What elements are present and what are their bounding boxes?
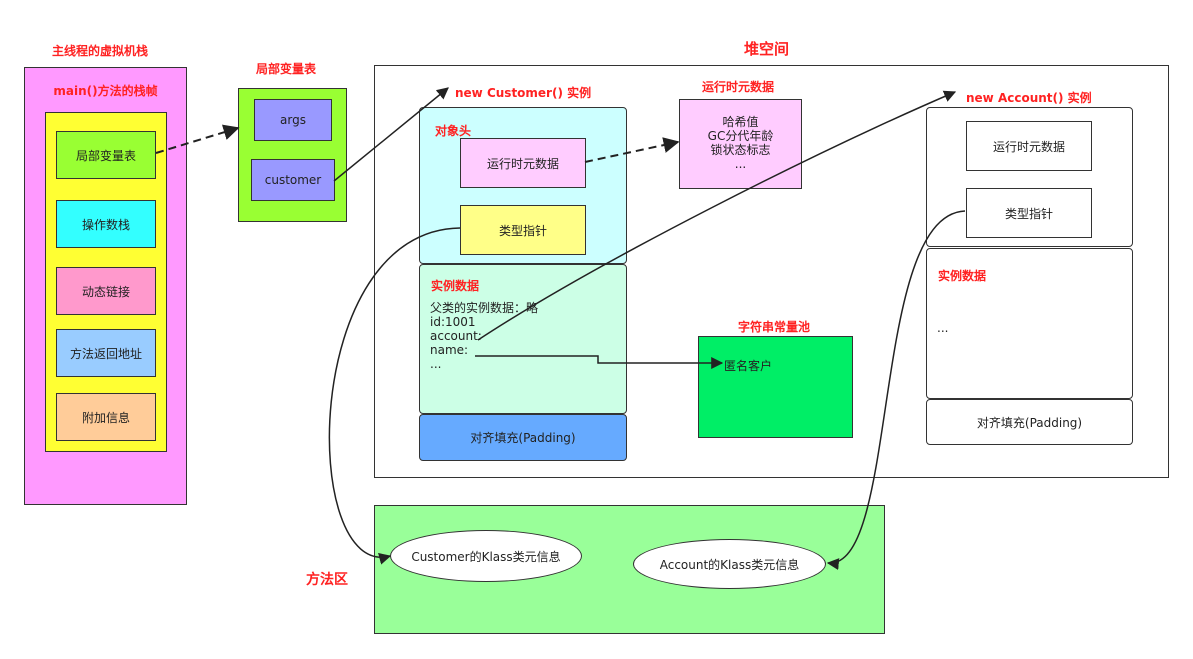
field-name: name:: [430, 343, 469, 357]
meta-more: ...: [734, 157, 747, 171]
stack-region: main()方法的栈帧 局部变量表 操作数栈 动态链接 方法返回地址 附加信息: [24, 67, 187, 505]
account-instance-data-content: ...: [937, 321, 949, 335]
frame-item-extra-info: 附加信息: [56, 393, 156, 441]
field-more: ...: [430, 357, 442, 371]
customer-instance-data-label: 实例数据: [431, 279, 480, 293]
frame-title: main()方法的栈帧: [53, 84, 158, 98]
string-pool: 匿名客户: [698, 336, 853, 438]
account-klass: Account的Klass类元信息: [633, 539, 826, 589]
account-header: 运行时元数据 类型指针: [926, 107, 1133, 247]
slot-args: args: [254, 99, 332, 141]
customer-header: 对象头 运行时元数据 类型指针: [419, 107, 627, 264]
meta-gc-age: GC分代年龄: [707, 129, 774, 143]
frame-item-operand-stack: 操作数栈: [56, 200, 156, 248]
string-pool-title: 字符串常量池: [738, 320, 811, 334]
runtime-metadata-title: 运行时元数据: [702, 80, 775, 94]
arrow-customer-type-ptr: [328, 227, 461, 565]
arrow-account-field: [477, 90, 957, 341]
account-type-pointer: 类型指针: [966, 188, 1092, 238]
runtime-metadata-detail: 哈希值 GC分代年龄 锁状态标志 ...: [679, 99, 802, 189]
frame-item-dynamic-linking: 动态链接: [56, 267, 156, 315]
stack-frame: 局部变量表 操作数栈 动态链接 方法返回地址 附加信息: [45, 112, 167, 452]
meta-lock-state: 锁状态标志: [710, 143, 771, 157]
field-id: id:1001: [430, 315, 476, 329]
customer-runtime-metadata: 运行时元数据: [460, 138, 586, 188]
arrow-frame-to-locals: [155, 124, 240, 154]
account-instance-title: new Account() 实例: [966, 91, 1092, 105]
account-instance-data: 实例数据 ...: [926, 248, 1133, 399]
customer-fields: 父类的实例数据：略 id:1001 account: name: ...: [430, 301, 538, 371]
customer-header-label: 对象头: [435, 124, 472, 138]
field-account: account:: [430, 329, 482, 343]
slot-customer: customer: [251, 159, 335, 201]
arrow-metadata-detail: [584, 137, 680, 163]
customer-instance-data: 实例数据 父类的实例数据：略 id:1001 account: name: ..…: [419, 264, 627, 414]
string-pool-value: 匿名客户: [724, 359, 773, 373]
customer-klass: Customer的Klass类元信息: [390, 530, 582, 582]
method-area-title: 方法区: [306, 572, 348, 588]
customer-padding: 对齐填充(Padding): [419, 414, 627, 461]
arrow-customer-ref: [333, 87, 449, 182]
customer-type-pointer: 类型指针: [460, 205, 586, 255]
field-parent: 父类的实例数据：略: [430, 301, 539, 315]
arrow-account-type-ptr: [826, 210, 966, 570]
arrow-name-field: [475, 355, 724, 369]
meta-hash: 哈希值: [722, 115, 759, 129]
method-area-region: Customer的Klass类元信息 Account的Klass类元信息: [374, 505, 885, 634]
stack-title: 主线程的虚拟机栈: [52, 44, 149, 58]
locals-region: args customer: [238, 88, 347, 222]
account-instance-data-label: 实例数据: [938, 269, 987, 283]
frame-item-return-address: 方法返回地址: [56, 329, 156, 377]
heap-title: 堆空间: [744, 40, 790, 58]
frame-item-local-vars: 局部变量表: [56, 131, 156, 179]
locals-title: 局部变量表: [256, 62, 317, 76]
account-padding: 对齐填充(Padding): [926, 399, 1133, 445]
customer-instance-title: new Customer() 实例: [455, 86, 592, 100]
account-runtime-metadata: 运行时元数据: [966, 121, 1092, 171]
